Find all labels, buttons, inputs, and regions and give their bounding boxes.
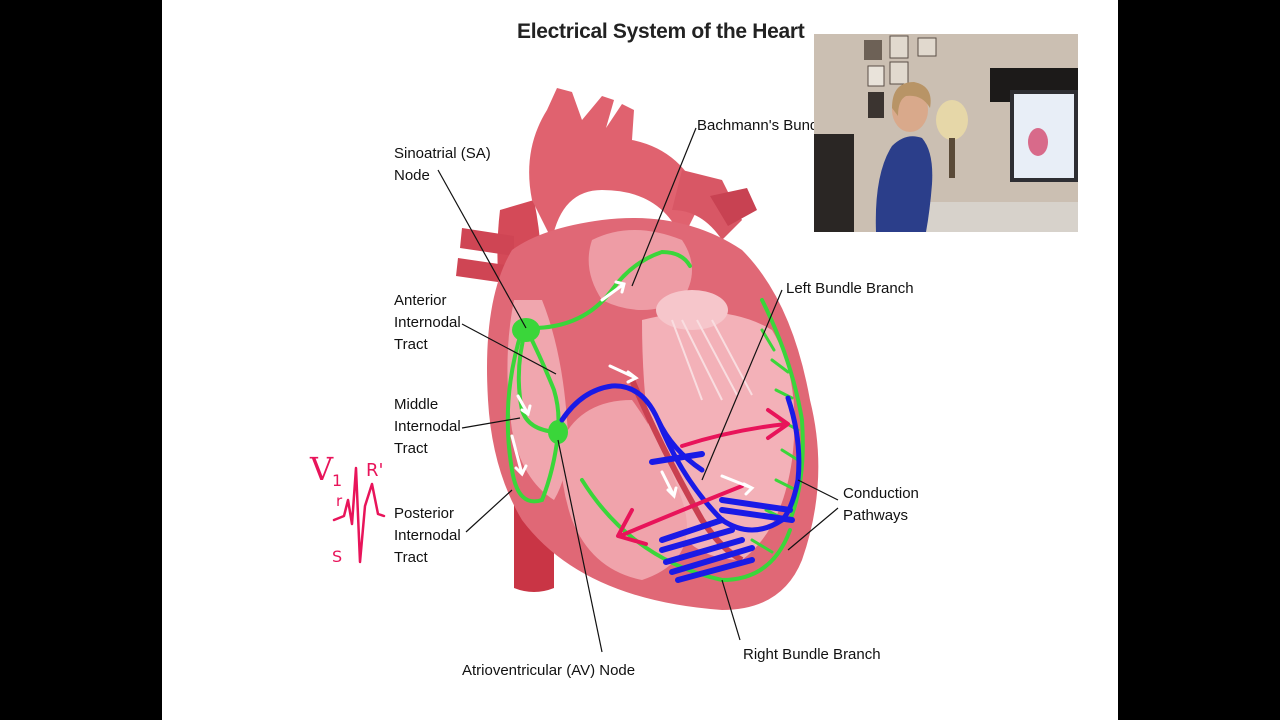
label-conduction-line2: Pathways — [843, 507, 909, 524]
label-bachmann: Bachmann's Bundle — [697, 117, 830, 134]
label-av-node: Atrioventricular (AV) Node — [462, 662, 636, 679]
webcam-frame-3 — [868, 92, 884, 118]
label-middle-tract: Middle Internodal Tract — [394, 394, 461, 460]
leader-middle — [461, 417, 521, 429]
chordae-tendineae — [671, 319, 753, 401]
flow-arrow-4 — [510, 434, 528, 477]
flow-arrow-3 — [516, 394, 532, 417]
handwritten-ecg-annotation — [332, 466, 386, 564]
webcam-frame-1 — [864, 40, 882, 60]
his-bundle-pathway — [559, 383, 705, 473]
leader-conduction-1 — [797, 479, 839, 501]
label-conduction-line1: Conduction — [843, 485, 919, 502]
av-node-marker — [548, 420, 568, 444]
pulmonary-branches-right — [710, 188, 757, 226]
slide-title: Electrical System of the Heart — [517, 20, 805, 43]
heart-right-ventricle — [561, 400, 687, 580]
webcam-presenter-body — [875, 136, 933, 232]
label-anterior-tract: Anterior Internodal Tract — [394, 290, 461, 356]
label-anterior-line1: Anterior — [394, 292, 447, 309]
label-posterior-line3: Tract — [394, 549, 428, 566]
label-sa-node-line2: Node — [394, 167, 430, 184]
leader-left-bundle — [701, 289, 783, 481]
label-conduction-pathways: Conduction Pathways — [843, 483, 919, 527]
label-sa-node-line1: Sinoatrial (SA) — [394, 145, 491, 162]
label-posterior-tract: Posterior Internodal Tract — [394, 503, 461, 569]
webcam-cabinet — [814, 134, 854, 232]
webcam-lamp-base — [949, 138, 955, 178]
leader-conduction-2 — [787, 507, 839, 551]
aortic-arch — [529, 88, 702, 240]
label-sa-node: Sinoatrial (SA) Node — [394, 143, 491, 187]
label-right-bundle: Right Bundle Branch — [743, 646, 881, 663]
leader-av-node — [557, 439, 603, 653]
presenter-webcam-overlay — [814, 34, 1078, 232]
ecg-r-label: r — [336, 492, 343, 510]
mitral-valve — [656, 290, 728, 330]
label-anterior-line2: Internodal — [394, 314, 461, 331]
webcam-presenter-hair — [892, 82, 931, 116]
label-left-bundle: Left Bundle Branch — [786, 280, 914, 297]
webcam-frame-5 — [889, 61, 909, 85]
heart-conduction-diagram: V 1 r R' S — [309, 88, 839, 653]
ecg-lead-subscript: 1 — [332, 471, 342, 490]
pulmonary-veins-left — [456, 228, 514, 284]
pink-arrow-right — [680, 408, 790, 448]
flow-arrow-1 — [600, 280, 626, 302]
leader-bachmann — [631, 127, 697, 287]
anterior-internodal-tract — [524, 326, 561, 432]
sa-node-marker — [512, 318, 540, 342]
label-anterior-line3: Tract — [394, 336, 428, 353]
webcam-lampshade — [936, 100, 968, 140]
pink-arrow-left — [616, 484, 744, 546]
left-bundle-branch-pathway — [760, 298, 805, 522]
webcam-desk — [924, 202, 1078, 232]
ecg-s-label: S — [332, 547, 342, 566]
label-posterior-line1: Posterior — [394, 505, 455, 522]
ecg-lead-label: V — [309, 450, 334, 488]
webcam-scene — [814, 34, 1078, 232]
webcam-frame-6 — [917, 37, 937, 57]
bachmann-bundle-pathway — [524, 249, 692, 331]
ecg-r-prime-label: R' — [366, 460, 383, 481]
purkinje-pathway — [580, 478, 792, 583]
flow-arrow-2 — [608, 364, 639, 384]
label-middle-line1: Middle — [394, 396, 439, 413]
leader-sa-node — [437, 169, 527, 329]
leader-anterior — [461, 323, 557, 375]
webcam-frame-4 — [889, 35, 909, 59]
label-posterior-line2: Internodal — [394, 527, 461, 544]
posterior-internodal-tract — [505, 328, 560, 504]
leader-right-bundle — [721, 579, 741, 641]
blue-scribble — [649, 451, 795, 583]
label-middle-line3: Tract — [394, 440, 428, 457]
flow-arrow-6 — [660, 470, 678, 499]
webcam-monitor-heart — [1028, 128, 1048, 156]
ecg-v1-waveform — [332, 466, 386, 564]
pulmonary-artery — [672, 170, 742, 240]
flow-arrow-5 — [720, 474, 755, 496]
webcam-frame-2 — [867, 65, 885, 87]
label-middle-line2: Internodal — [394, 418, 461, 435]
leader-posterior — [465, 489, 513, 533]
